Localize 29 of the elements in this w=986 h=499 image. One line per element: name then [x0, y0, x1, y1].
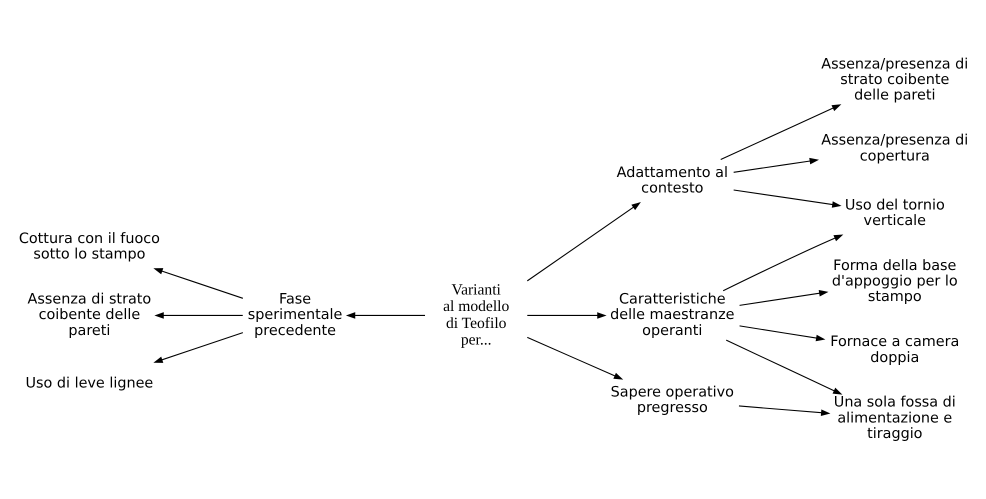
- arrow: [734, 158, 819, 173]
- node-text: Caratteristiche delle maestranze operanti: [610, 292, 734, 339]
- node-text: Varianti al modello di Teofilo per...: [443, 281, 510, 349]
- node-text: Cottura con il fuoco sotto lo stampo: [18, 231, 160, 263]
- node-text: Adattamento al contesto: [616, 165, 728, 197]
- arrow: [734, 189, 842, 208]
- node-text: Fase sperimentale precedente: [248, 292, 342, 339]
- arrow: [153, 268, 244, 299]
- node-text: Assenza di strato coibente delle pareti: [28, 292, 152, 339]
- node-text: Uso di leve lignee: [26, 376, 154, 392]
- node-text: Uso del tornio verticale: [844, 197, 945, 230]
- arrow: [346, 312, 426, 319]
- arrow: [720, 104, 842, 160]
- node-text: Forma della base d'appoggio per lo stampo: [832, 258, 958, 306]
- node-text: Assenza/presenza di strato coibente delle pareti: [821, 56, 968, 104]
- node-text: Assenza/presenza di copertura: [821, 132, 968, 164]
- arrow: [738, 405, 830, 416]
- arrow: [527, 336, 624, 380]
- arrow: [527, 312, 607, 319]
- node-text: Sapere operativo pregresso: [610, 384, 734, 416]
- arrow: [526, 202, 641, 282]
- arrow: [739, 290, 828, 306]
- node-text: Fornace a camera doppia: [830, 334, 960, 366]
- arrow: [154, 312, 243, 319]
- arrow: [726, 340, 842, 395]
- node-text: Una sola fossa di alimentazione e tiraggio: [834, 394, 956, 442]
- arrow: [153, 332, 244, 363]
- arrow: [739, 325, 826, 342]
- arrow: [722, 234, 844, 292]
